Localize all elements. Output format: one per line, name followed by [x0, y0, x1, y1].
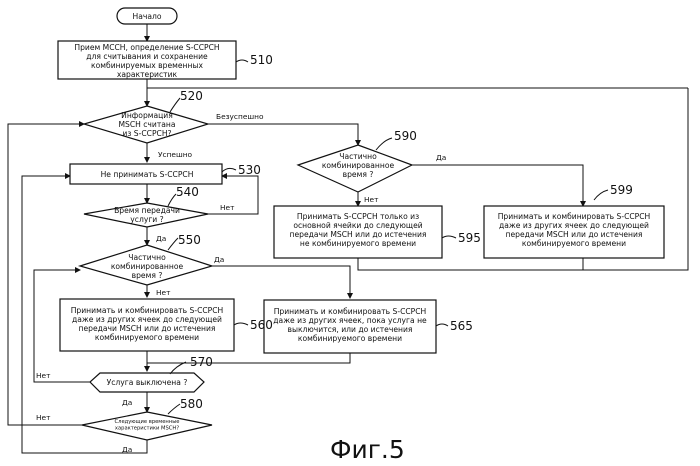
- node-line: комбинируемых временных: [91, 61, 203, 70]
- label-540-yes: Да: [156, 234, 166, 243]
- leader-570: [170, 362, 186, 374]
- node-530-text: Не принимать S-CCPCH: [101, 170, 194, 179]
- node-line: комбинированное: [322, 161, 395, 170]
- leader-595: [442, 236, 456, 238]
- node-line: характеристик: [117, 70, 178, 79]
- label-570-yes: Да: [122, 398, 132, 407]
- node-line: не комбинируемого времени: [300, 239, 416, 248]
- node-line: передачи MSCH или до истечения: [79, 324, 216, 333]
- node-line: Информация: [121, 111, 173, 120]
- leader-565: [436, 324, 448, 326]
- figure-caption: Фиг.5: [330, 435, 405, 464]
- node-line: даже из других ячеек до следующей: [72, 315, 222, 324]
- ref-550: 550: [178, 233, 201, 247]
- node-595-text: Принимать S-CCPCH только изосновной ячей…: [290, 212, 427, 248]
- edge-565-570: [147, 353, 350, 363]
- leader-510: [236, 60, 248, 62]
- edge-520-590: [208, 124, 358, 145]
- node-570-text: Услуга выключена ?: [107, 378, 188, 387]
- node-line: комбинируемого времени: [298, 334, 402, 343]
- leader-590: [376, 138, 392, 150]
- edge-595-loop: [358, 258, 583, 270]
- node-line: время ?: [132, 271, 163, 280]
- node-line: Следующие временные: [115, 419, 180, 425]
- node-start-text: Начало: [132, 12, 161, 21]
- edge-550-565: [212, 266, 350, 298]
- label-580-yes: Да: [122, 445, 132, 454]
- node-line: характеристики MSCH?: [115, 426, 179, 432]
- node-line: Не принимать S-CCPCH: [101, 170, 194, 179]
- ref-590: 590: [394, 129, 417, 143]
- ref-510: 510: [250, 53, 273, 67]
- label-520-ok: Успешно: [158, 150, 193, 159]
- ref-565: 565: [450, 319, 473, 333]
- node-line: Начало: [132, 12, 161, 21]
- ref-540: 540: [176, 185, 199, 199]
- label-570-no: Нет: [36, 371, 51, 380]
- node-line: Частично: [128, 253, 166, 262]
- node-line: комбинируемого времени: [522, 239, 626, 248]
- node-line: выключится, или до истечения: [287, 325, 412, 334]
- edge-590-599: [412, 165, 583, 206]
- node-line: время ?: [343, 170, 374, 179]
- leader-580: [168, 404, 180, 414]
- label-580-no: Нет: [36, 413, 51, 422]
- node-line: MSCH считана: [118, 120, 175, 129]
- nodes: Начало Прием MCCH, определение S-CCPCHдл…: [58, 8, 664, 440]
- node-line: комбинированное: [111, 262, 184, 271]
- ref-530: 530: [238, 163, 261, 177]
- node-line: комбинируемого времени: [95, 333, 199, 342]
- node-line: передачи MSCH или до истечения: [506, 230, 643, 239]
- ref-520: 520: [180, 89, 203, 103]
- node-line: Время передачи: [114, 206, 180, 215]
- node-580-text: Следующие временныехарактеристики MSCH?: [115, 419, 180, 432]
- node-line: услуги ?: [130, 215, 163, 224]
- node-line: даже из других ячеек до следующей: [499, 221, 649, 230]
- node-line: Принимать и комбинировать S-CCPCH: [498, 212, 651, 221]
- node-line: из S-CCPCH?: [122, 129, 171, 138]
- node-line: для считывания и сохранение: [86, 52, 208, 61]
- ref-580: 580: [180, 397, 203, 411]
- label-540-no: Нет: [220, 203, 235, 212]
- label-550-yes: Да: [214, 255, 224, 264]
- label-520-fail: Безуспешно: [216, 112, 264, 121]
- leader-530: [222, 168, 236, 172]
- ref-560: 560: [250, 318, 273, 332]
- node-line: основной ячейки до следующей: [293, 221, 422, 230]
- node-line: передачи MSCH или до истечения: [290, 230, 427, 239]
- leader-560: [234, 323, 248, 325]
- node-line: Прием MCCH, определение S-CCPCH: [74, 43, 219, 52]
- leader-540: [168, 194, 176, 206]
- node-line: Принимать и комбинировать S-CCPCH: [274, 307, 427, 316]
- ref-599: 599: [610, 183, 633, 197]
- label-590-no: Нет: [364, 195, 379, 204]
- ref-595: 595: [458, 231, 481, 245]
- leader-599: [594, 190, 608, 200]
- label-550-no: Нет: [156, 288, 171, 297]
- node-line: Принимать S-CCPCH только из: [297, 212, 419, 221]
- leader-520: [170, 98, 180, 112]
- leader-550: [168, 238, 178, 250]
- node-line: даже из других ячеек, пока услуга не: [273, 316, 427, 325]
- label-590-yes: Да: [436, 153, 446, 162]
- node-line: Принимать и комбинировать S-CCPCH: [71, 306, 224, 315]
- node-520-text: ИнформацияMSCH считанаиз S-CCPCH?: [118, 111, 175, 138]
- node-line: Услуга выключена ?: [107, 378, 188, 387]
- ref-570: 570: [190, 355, 213, 369]
- node-line: Частично: [339, 152, 377, 161]
